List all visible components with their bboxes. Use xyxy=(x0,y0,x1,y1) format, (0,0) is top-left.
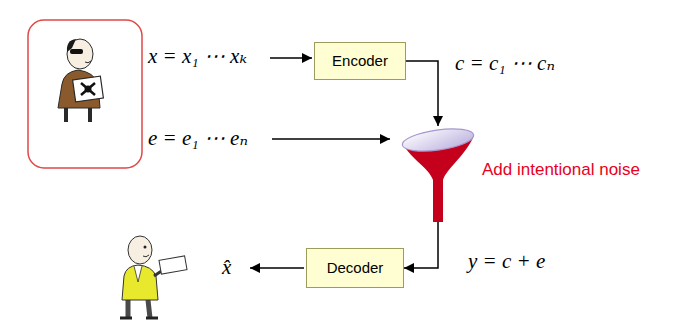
label-holder: x = x₁ ⋯ xₖ xyxy=(148,44,247,68)
receiver-collar xyxy=(134,266,142,282)
receiver-shoes xyxy=(120,317,158,320)
sender-box-mark xyxy=(81,83,95,95)
receiver-vest xyxy=(122,265,158,300)
sender-figure xyxy=(58,39,103,122)
label-holder: c = c₁ ⋯ cₙ xyxy=(455,51,555,75)
label-holder: e = e₁ ⋯ eₙ xyxy=(148,126,248,150)
noise-funnel: Add intentional noise xyxy=(400,126,476,222)
receiver-mouth xyxy=(143,255,149,257)
box-label: Encoder xyxy=(332,52,388,70)
sender-box-mark xyxy=(85,86,92,93)
input-arrow xyxy=(270,57,312,59)
receiver-head xyxy=(128,236,152,264)
receiver-figure xyxy=(120,236,187,318)
funnel-rim xyxy=(401,126,475,155)
sender-frame xyxy=(28,20,142,168)
encoder-box: Encoder xyxy=(314,42,406,80)
received-symbol: y = c + e xyxy=(468,249,545,273)
funnel-note-holder: Add intentional noise xyxy=(482,160,640,180)
sender-mouth xyxy=(85,61,91,63)
receiver-legs xyxy=(128,300,150,318)
signal-arrow xyxy=(406,61,438,126)
sender-head xyxy=(67,39,93,69)
funnel-shape xyxy=(400,126,476,222)
label-holder: y = c + e xyxy=(468,249,545,273)
sender-glasses xyxy=(70,49,83,54)
box-label: Decoder xyxy=(327,259,384,277)
decoder-box: Decoder xyxy=(306,248,404,288)
receiver-letter xyxy=(159,256,187,274)
noise-symbol: e = e₁ ⋯ eₙ xyxy=(148,126,248,150)
estimate-symbol: x̂ xyxy=(222,255,231,279)
codeword-symbol: c = c₁ ⋯ cₙ xyxy=(455,51,555,75)
signal-arrow xyxy=(404,222,438,268)
output-arrow xyxy=(250,267,304,269)
box-text-stack: Encoder xyxy=(332,52,388,70)
noise-arrow xyxy=(272,138,390,140)
sender-legs xyxy=(66,108,90,122)
sender-box xyxy=(73,76,104,102)
message-symbol: x = x₁ ⋯ xₖ xyxy=(148,44,247,68)
label-holder: x̂ xyxy=(222,255,231,279)
receiver-eye xyxy=(144,246,147,249)
noise-note: Add intentional noise xyxy=(482,160,640,180)
box-text-stack: Decoder xyxy=(327,259,384,277)
